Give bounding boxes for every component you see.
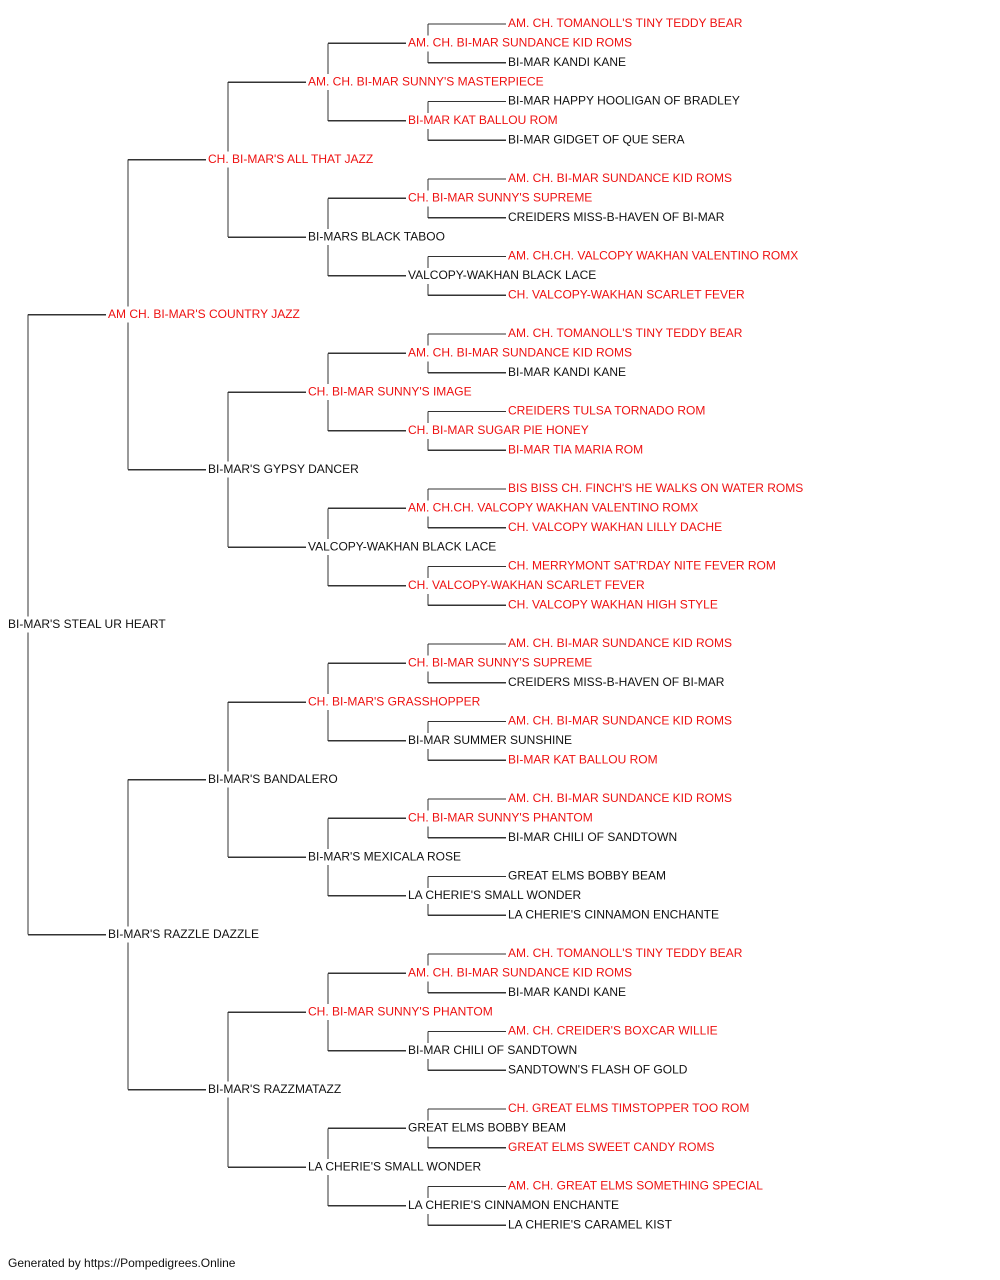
sire-name: AM CH. BI-MAR'S COUNTRY JAZZ (108, 307, 300, 321)
sire-name: AM. CH. BI-MAR SUNDANCE KID ROMS (408, 36, 632, 50)
sire-name: BI-MAR'S BANDALERO (208, 772, 338, 786)
dam-name: BI-MAR'S MEXICALA ROSE (308, 849, 461, 863)
sire-name: CH. BI-MAR SUNNY'S IMAGE (308, 384, 472, 398)
subject-name: BI-MAR'S STEAL UR HEART (8, 617, 166, 631)
dam-name: BI-MAR'S GYPSY DANCER (208, 462, 359, 476)
sire-name: AM. CH. BI-MAR SUNDANCE KID ROMS (408, 346, 632, 360)
sire-name: AM. CH.CH. VALCOPY WAKHAN VALENTINO ROMX (508, 249, 798, 263)
dam-name: BI-MAR TIA MARIA ROM (508, 442, 643, 456)
dam-name: BI-MAR CHILI OF SANDTOWN (508, 830, 677, 844)
sire-name: CH. BI-MAR SUNNY'S SUPREME (408, 656, 592, 670)
sire-name: CREIDERS TULSA TORNADO ROM (508, 404, 705, 418)
sire-name: AM. CH. BI-MAR SUNDANCE KID ROMS (508, 714, 732, 728)
sire-name: CH. MERRYMONT SAT'RDAY NITE FEVER ROM (508, 559, 776, 573)
sire-name: AM. CH. BI-MAR SUNDANCE KID ROMS (508, 791, 732, 805)
dam-name: BI-MAR CHILI OF SANDTOWN (408, 1043, 577, 1057)
dam-name: LA CHERIE'S CARAMEL KIST (508, 1217, 673, 1231)
sire-name: AM. CH. BI-MAR SUNDANCE KID ROMS (508, 171, 732, 185)
sire-name: CH. BI-MAR'S GRASSHOPPER (308, 694, 481, 708)
dam-name: CH. VALCOPY WAKHAN HIGH STYLE (508, 597, 718, 611)
sire-name: CH. BI-MAR SUNNY'S PHANTOM (308, 1004, 493, 1018)
sire-name: AM. CH. TOMANOLL'S TINY TEDDY BEAR (508, 16, 743, 30)
sire-name: AM. CH.CH. VALCOPY WAKHAN VALENTINO ROMX (408, 501, 698, 515)
dam-name: LA CHERIE'S CINNAMON ENCHANTE (408, 1198, 619, 1212)
sire-name: CH. GREAT ELMS TIMSTOPPER TOO ROM (508, 1101, 749, 1115)
dam-name: CH. VALCOPY WAKHAN LILLY DACHE (508, 520, 722, 534)
dam-name: LA CHERIE'S SMALL WONDER (408, 888, 582, 902)
sire-name: AM. CH. BI-MAR SUNNY'S MASTERPIECE (308, 74, 544, 88)
dam-name: CH. VALCOPY-WAKHAN SCARLET FEVER (508, 287, 745, 301)
sire-name: AM. CH. TOMANOLL'S TINY TEDDY BEAR (508, 946, 743, 960)
sire-name: AM. CH. BI-MAR SUNDANCE KID ROMS (408, 966, 632, 980)
dam-name: BI-MAR'S RAZZMATAZZ (208, 1082, 341, 1096)
generator-credit: Generated by https://Pompedigrees.Online (8, 1256, 236, 1270)
dam-name: CH. BI-MAR SUGAR PIE HONEY (408, 423, 589, 437)
sire-name: BIS BISS CH. FINCH'S HE WALKS ON WATER R… (508, 481, 803, 495)
dam-name: BI-MAR KAT BALLOU ROM (408, 113, 558, 127)
sire-name: CH. BI-MAR SUNNY'S PHANTOM (408, 811, 593, 825)
sire-name: AM. CH. GREAT ELMS SOMETHING SPECIAL (508, 1179, 763, 1193)
dam-name: BI-MARS BLACK TABOO (308, 229, 445, 243)
dam-name: BI-MAR GIDGET OF QUE SERA (508, 132, 684, 146)
dam-name: CREIDERS MISS-B-HAVEN OF BI-MAR (508, 210, 725, 224)
sire-name: GREAT ELMS BOBBY BEAM (508, 869, 666, 883)
sire-name: AM. CH. TOMANOLL'S TINY TEDDY BEAR (508, 326, 743, 340)
dam-name: CH. VALCOPY-WAKHAN SCARLET FEVER (408, 578, 645, 592)
dam-name: VALCOPY-WAKHAN BLACK LACE (308, 539, 496, 553)
sire-name: CH. BI-MAR'S ALL THAT JAZZ (208, 152, 373, 166)
dam-name: LA CHERIE'S SMALL WONDER (308, 1159, 482, 1173)
dam-name: BI-MAR KANDI KANE (508, 55, 626, 69)
dam-name: BI-MAR KANDI KANE (508, 985, 626, 999)
dam-name: VALCOPY-WAKHAN BLACK LACE (408, 268, 596, 282)
sire-name: AM. CH. BI-MAR SUNDANCE KID ROMS (508, 636, 732, 650)
pedigree-labels: AM. CH. TOMANOLL'S TINY TEDDY BEAR BI-MAR… (8, 16, 803, 1231)
dam-name: BI-MAR'S RAZZLE DAZZLE (108, 927, 259, 941)
sire-name: BI-MAR HAPPY HOOLIGAN OF BRADLEY (508, 94, 740, 108)
sire-name: AM. CH. CREIDER'S BOXCAR WILLIE (508, 1024, 718, 1038)
dam-name: LA CHERIE'S CINNAMON ENCHANTE (508, 907, 719, 921)
dam-name: BI-MAR KAT BALLOU ROM (508, 752, 658, 766)
dam-name: SANDTOWN'S FLASH OF GOLD (508, 1062, 688, 1076)
sire-name: CH. BI-MAR SUNNY'S SUPREME (408, 191, 592, 205)
dam-name: GREAT ELMS SWEET CANDY ROMS (508, 1140, 714, 1154)
dam-name: CREIDERS MISS-B-HAVEN OF BI-MAR (508, 675, 725, 689)
dam-name: BI-MAR KANDI KANE (508, 365, 626, 379)
pedigree-connectors (27, 23, 506, 1226)
dam-name: BI-MAR SUMMER SUNSHINE (408, 733, 572, 747)
sire-name: GREAT ELMS BOBBY BEAM (408, 1121, 566, 1135)
